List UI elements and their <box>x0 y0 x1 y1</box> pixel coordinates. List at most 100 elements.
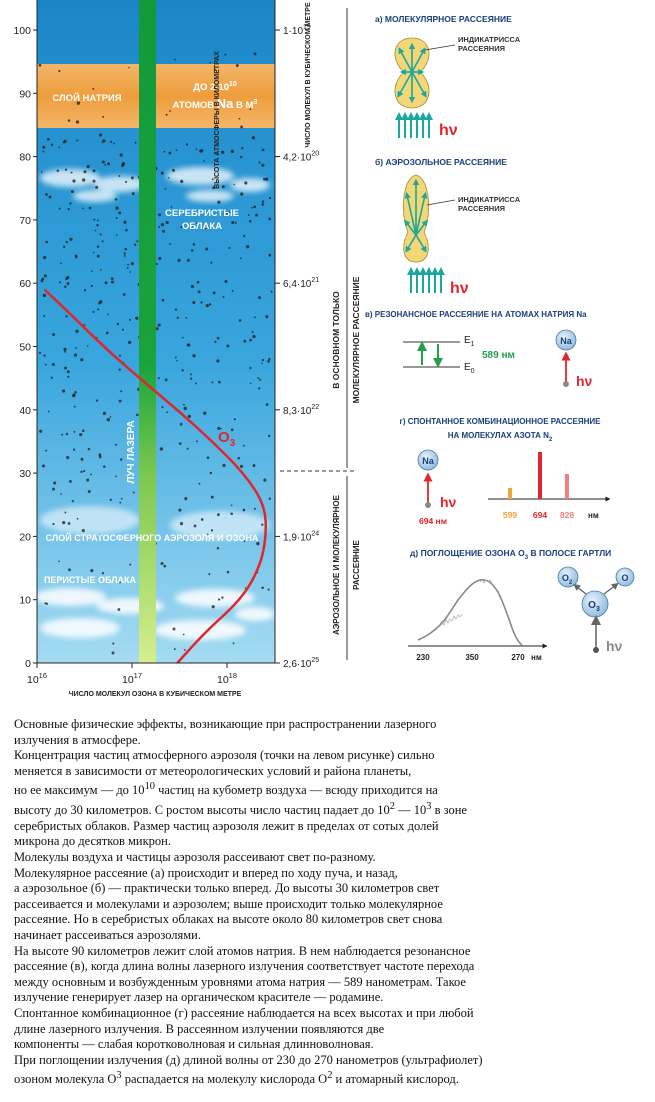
oxygen-molecule-label: O2 <box>562 573 573 586</box>
y-tick-label: 40 <box>19 405 31 417</box>
panel-e-source-dot <box>593 647 599 653</box>
panel-ozone-absorption: д) ПОГЛОЩЕНИЕ ОЗОНА O3 В ПОЛОСЕ ГАРТЛИ 2… <box>408 548 635 662</box>
lower-region-label-2: РАССЕЯНИЕ <box>352 539 361 589</box>
x-tick-label: 1018 <box>217 671 237 686</box>
panel-raman-scattering: г) СПОНТАННОЕ КОМБИНАЦИОННОЕ РАССЕЯНИЕ Н… <box>400 417 611 526</box>
laser-beam-label: ЛУЧ ЛАЗЕРА <box>126 420 137 483</box>
oxygen-atom <box>615 567 635 587</box>
o-arrow <box>603 582 619 595</box>
y-tick-label: 20 <box>19 531 31 543</box>
spectrum-tick-828: 828 <box>560 510 574 520</box>
y-tick-label: 70 <box>19 215 31 227</box>
noctilucent-clouds <box>40 167 270 202</box>
diagram-stage: СЛОЙ НАТРИЯ ДО 2·1010 АТОМОВ Na В М3 СЕР… <box>13 0 635 698</box>
y-tick-label: 0 <box>25 658 31 670</box>
cirrus-label: ПЕРИСТЫЕ ОБЛАКА <box>44 575 137 585</box>
absorption-tick-350: 350 <box>465 653 479 662</box>
panel-a-indicatrix-1: ИНДИКАТРИССА <box>458 35 521 44</box>
right-tick-label: 4,2·1020 <box>283 151 319 164</box>
panel-a-indicatrix-2: РАССЕЯНИЯ <box>458 44 505 53</box>
absorption-unit: нм <box>531 653 542 662</box>
caption-p2: Концентрация частиц атмосферного аэрозол… <box>14 748 467 849</box>
right-tick-label: 8,3·1022 <box>283 404 319 417</box>
caption-p4: На высоте 90 километров лежит слой атомо… <box>14 943 475 1005</box>
aerosol-particles <box>38 47 273 660</box>
sodium-atom <box>555 329 577 351</box>
panel-b-title: б) АЭРОЗОЛЬНОЕ РАССЕЯНИЕ <box>375 157 507 167</box>
aerosol-scatter-arrows <box>404 178 428 253</box>
panel-d-source-dot <box>425 502 431 508</box>
molecular-scatter-arrows <box>397 42 427 104</box>
panel-c-photon: hν <box>576 373 593 389</box>
x-ticks: 1016 1017 1018 <box>27 663 237 686</box>
right-tick-label: 6,4·1021 <box>283 277 319 290</box>
ozone-molecule-label: O3 <box>588 600 600 613</box>
noctilucent-label-1: СЕРЕБРИСТЫЕ <box>165 208 239 219</box>
y-axis-title: ВЫСОТА АТМОСФЕРЫ В КИЛОМЕТРАХ <box>214 51 221 189</box>
caption-p1: Основные физические эффекты, возникающие… <box>14 717 437 747</box>
panel-d-photon: hν <box>440 494 457 510</box>
raman-atom <box>417 449 439 471</box>
y-tick-label: 90 <box>19 88 31 100</box>
spectrum-tick-599: 599 <box>503 510 517 520</box>
spectrum-unit: нм <box>588 511 599 520</box>
y-tick-label: 50 <box>19 342 31 354</box>
x-tick-label: 1016 <box>27 671 47 686</box>
atmosphere-diagram: СЛОЙ НАТРИЯ ДО 2·1010 АТОМОВ Na В М3 СЕР… <box>13 0 635 698</box>
right-tick-label: 1·1019 <box>283 24 311 37</box>
y-tick-label: 100 <box>13 25 31 37</box>
panel-e-title: д) ПОГЛОЩЕНИЕ ОЗОНА O3 В ПОЛОСЕ ГАРТЛИ <box>410 548 611 561</box>
upper-region-label-1: В ОСНОВНОМ ТОЛЬКО <box>331 291 341 389</box>
oxygen-atom-label: O <box>621 573 628 583</box>
y-tick-label: 10 <box>19 595 31 607</box>
absorption-band-noise <box>439 579 493 626</box>
absorption-tick-270: 270 <box>511 653 525 662</box>
spectrum-tick-694: 694 <box>533 510 547 520</box>
panel-b-incoming-arrows <box>407 267 445 293</box>
x-tick-label: 1017 <box>122 671 142 686</box>
panel-d-title-2: НА МОЛЕКУЛАХ АЗОТА N2 <box>448 431 553 443</box>
panel-b-indicatrix-1: ИНДИКАТРИССА <box>458 195 521 204</box>
caption-p3: Молекулы воздуха и частицы аэрозоля расс… <box>14 850 443 943</box>
caption-p6: При поглощении излучения (д) длиной волн… <box>14 1052 483 1087</box>
label-e0: E0 <box>464 362 475 375</box>
spectrum-line-599 <box>508 488 512 499</box>
panel-a-photon: hν <box>439 122 458 139</box>
caption-p5: Спонтанное комбинационное (г) рассеяние … <box>14 1006 474 1052</box>
raman-atom-label: Na <box>422 456 434 466</box>
panel-e-photon: hν <box>606 638 623 654</box>
laser-beam <box>139 0 156 663</box>
ozone-label: O3 <box>218 429 236 449</box>
y-tick-label: 30 <box>19 468 31 480</box>
spectrum-line-694 <box>538 452 542 499</box>
lower-region-label-1: АЭРОЗОЛЬНОЕ И МОЛЕКУЛЯРНОЕ <box>332 494 341 635</box>
noctilucent-label-2: ОБЛАКА <box>182 221 222 232</box>
panel-c-source-dot <box>563 381 569 387</box>
o2-arrow <box>573 583 587 595</box>
panel-a-incoming-arrows <box>395 112 433 138</box>
y-tick-label: 80 <box>19 152 31 164</box>
panel-c-title: в) РЕЗОНАНСНОЕ РАССЕЯНИЕ НА АТОМАХ НАТРИ… <box>365 310 587 319</box>
sodium-atom-label: Na <box>560 336 572 346</box>
label-e1: E1 <box>464 335 475 348</box>
right-ticks: 1·1019 4,2·1020 6,4·1021 8,3·1022 1,9·1024 2,… <box>275 24 319 670</box>
label-589nm: 589 нм <box>482 350 515 361</box>
upper-region-label-2: МОЛЕКУЛЯРНОЕ РАССЕЯНИЕ <box>351 276 361 403</box>
right-axis-title: ЧИСЛО МОЛЕКУЛ В КУБИЧЕСКОМ МЕТРЕ <box>305 2 312 148</box>
sodium-count-line1: ДО 2·1010 <box>193 81 237 93</box>
right-tick-label: 1,9·1024 <box>283 530 319 543</box>
sodium-layer-label: СЛОЙ НАТРИЯ <box>52 92 121 104</box>
panel-a-title: а) МОЛЕКУЛЯРНОЕ РАССЕЯНИЕ <box>375 14 512 24</box>
x-axis-title: ЧИСЛО МОЛЕКУЛ ОЗОНА В КУБИЧЕСКОМ МЕТРЕ <box>69 691 242 698</box>
panel-molecular-scattering: а) МОЛЕКУЛЯРНОЕ РАССЕЯНИЕ ИНДИКАТРИССА Р… <box>375 14 521 139</box>
panel-aerosol-scattering: б) АЭРОЗОЛЬНОЕ РАССЕЯНИЕ ИНДИКАТРИССА РА… <box>375 157 521 297</box>
caption: Основные физические эффекты, возникающие… <box>14 717 642 1088</box>
panel-d-input-wl: 694 нм <box>419 516 447 526</box>
strat-layer-label: СЛОЙ СТРАТОСФЕРНОГО АЭРОЗОЛЯ И ОЗОНА <box>46 532 259 543</box>
spectrum-line-828 <box>565 474 569 499</box>
panel-d-title-1: г) СПОНТАННОЕ КОМБИНАЦИОННОЕ РАССЕЯНИЕ <box>400 417 602 426</box>
right-tick-label: 2,6·1025 <box>283 657 319 670</box>
ozone-profile-line <box>43 288 267 664</box>
absorption-tick-230: 230 <box>416 653 430 662</box>
